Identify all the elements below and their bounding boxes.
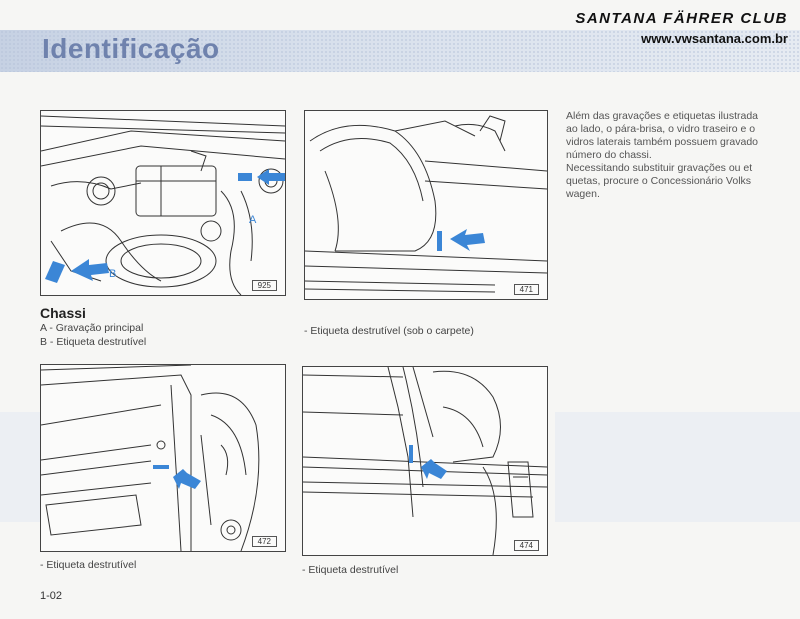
arrow-icon: [450, 229, 485, 251]
engine-bay-illustration: A B: [41, 115, 285, 295]
caption-fig474: - Etiqueta destrutível: [302, 564, 399, 576]
figure-label-a: A: [249, 214, 257, 226]
label-marker-icon: [409, 445, 413, 463]
figure-number: 925: [251, 280, 277, 291]
club-name: SANTANA FÄHRER CLUB: [575, 10, 788, 27]
arrow-icon: [421, 459, 447, 479]
door-pillar-illustration: [41, 365, 260, 551]
arrow-b-icon: [45, 259, 109, 283]
page-title: Identificação: [42, 33, 220, 64]
figure-number: 474: [513, 540, 539, 551]
label-marker-icon: [437, 231, 442, 251]
figure-engine-bay: A B 925: [40, 110, 286, 296]
label-marker-icon: [153, 465, 169, 469]
paragraph-line: Além das gravações e etiquetas ilustrada: [566, 110, 759, 122]
paragraph-line: número do chassi.: [566, 149, 652, 161]
arrow-icon: [173, 469, 201, 489]
identification-paragraph: Além das gravações e etiquetas ilustrada…: [566, 110, 800, 201]
chassi-item-b: B - Etiqueta destrutível: [40, 336, 147, 348]
caption-fig472: - Etiqueta destrutível: [40, 559, 137, 571]
page-number: 1-02: [40, 590, 63, 602]
chassi-heading: Chassi: [40, 305, 86, 321]
caption-fig471: - Etiqueta destrutível (sob o carpete): [304, 325, 474, 337]
header-band-texture: [0, 30, 800, 72]
arrow-a-icon: [238, 169, 285, 185]
paragraph-line: vidros laterais também possuem gravado: [566, 136, 759, 148]
figure-door-pillar: 472: [40, 364, 286, 552]
figure-number: 472: [251, 536, 277, 547]
paragraph-line: Necessitando substituir gravações ou et: [566, 162, 753, 174]
figure-number: 471: [513, 284, 539, 295]
paragraph-line: wagen.: [566, 188, 600, 200]
figure-sill: 474: [302, 366, 548, 556]
club-url: www.vwsantana.com.br: [641, 31, 788, 46]
figure-seat-floor: 471: [304, 110, 548, 300]
paragraph-line: ao lado, o pára-brisa, o vidro traseiro …: [566, 123, 756, 135]
background-band-left: [0, 412, 40, 522]
chassi-item-a: A - Gravação principal: [40, 322, 144, 334]
background-band-right: [555, 412, 800, 522]
sill-illustration: [303, 367, 547, 555]
seat-floor-illustration: [305, 115, 547, 293]
paragraph-line: quetas, procure o Concessionário Volks: [566, 175, 752, 187]
figure-label-b: B: [109, 268, 116, 280]
